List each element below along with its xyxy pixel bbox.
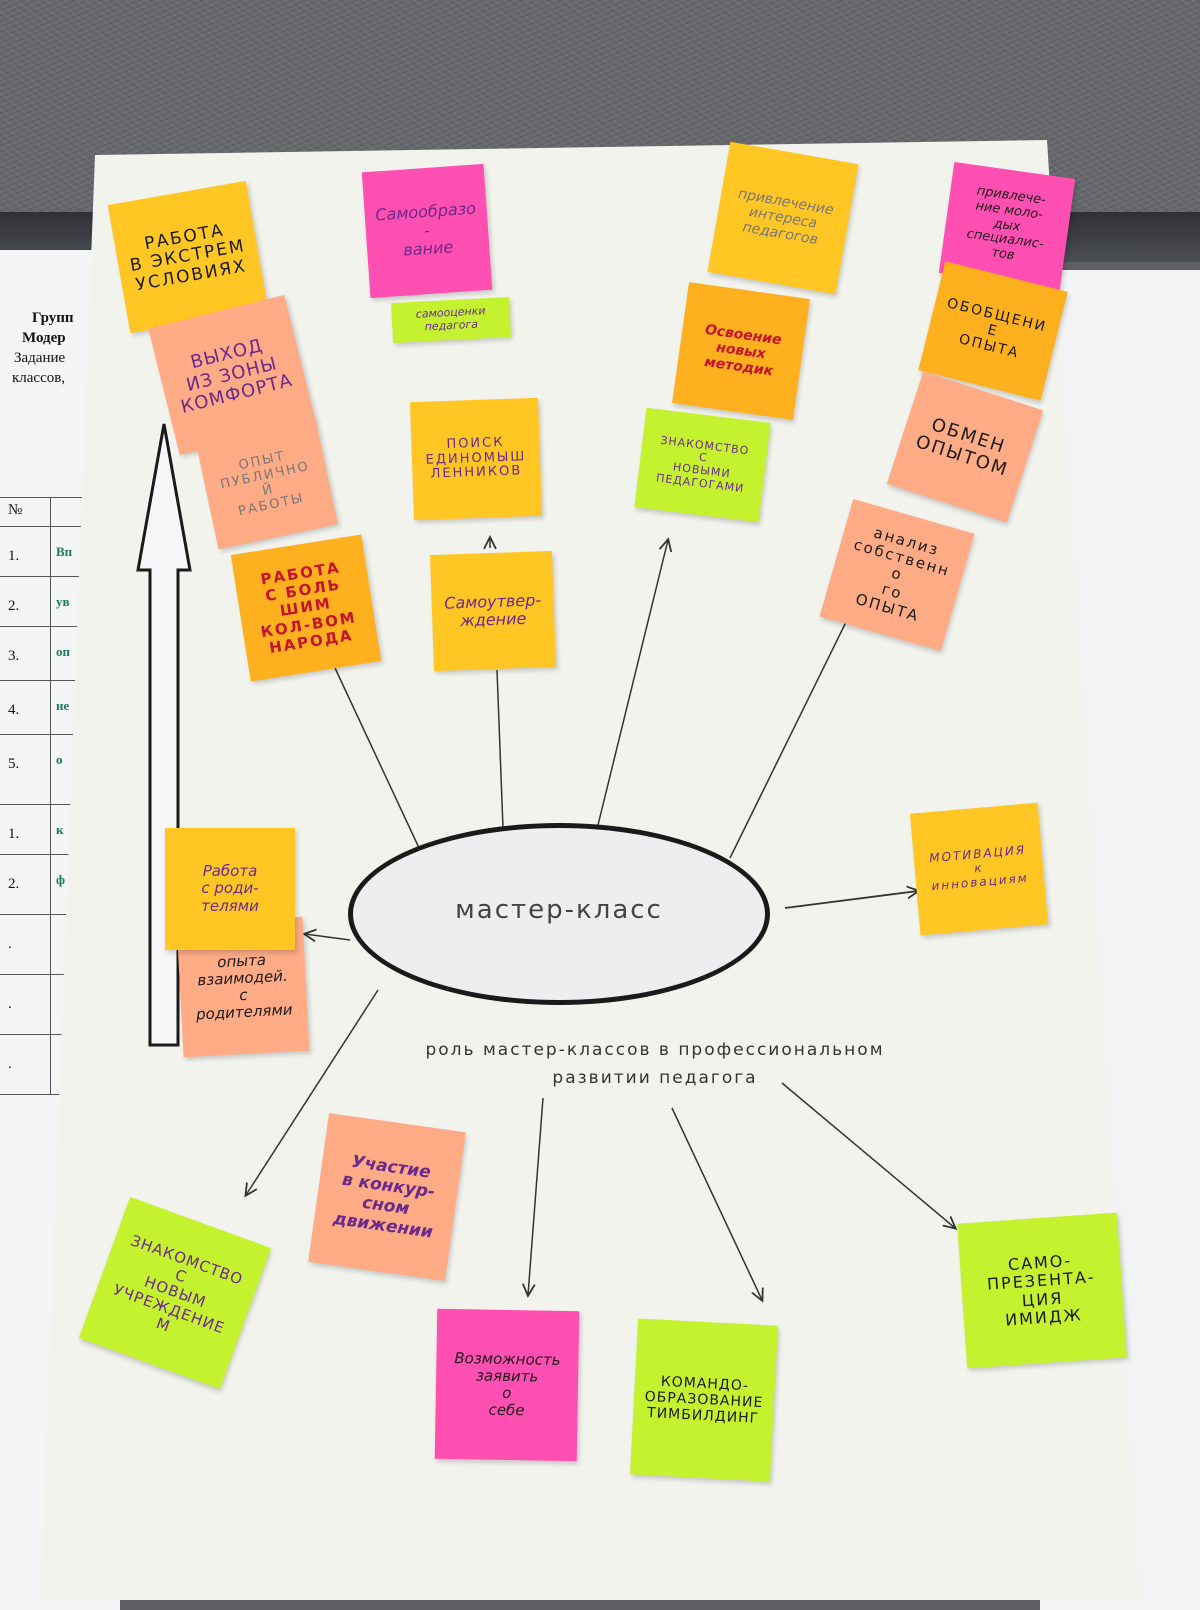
row-ink: ув: [56, 594, 70, 609]
sticky-note: Самоутвер- ждение: [430, 550, 556, 672]
row-number: 5.: [8, 756, 20, 772]
table-row: 4. не: [0, 680, 92, 735]
left-doc-line: Групп: [32, 310, 74, 326]
sticky-note: Самообразо- вание: [361, 163, 493, 299]
row-number: 1.: [8, 826, 20, 842]
sticky-note: ЗНАКОМСТВО С НОВЫМИ ПЕДАГОГАМИ: [634, 407, 771, 523]
sticky-note: САМО- ПРЕЗЕНТА- ЦИЯ ИМИДЖ: [957, 1212, 1127, 1369]
table-row: 1. Вп: [0, 526, 92, 577]
row-number: .: [8, 1056, 12, 1072]
sticky-note: КОМАНДО- ОБРАЗОВАНИЕ ТИМБИЛДИНГ: [630, 1318, 778, 1482]
row-number: 2.: [8, 876, 20, 892]
row-number: 4.: [8, 702, 20, 718]
table-row: .: [0, 914, 92, 975]
sticky-note: РАБОТА С БОЛЬ ШИМ КОЛ-ВОМ НАРОДА: [230, 534, 382, 682]
row-number: 1.: [8, 548, 20, 564]
sticky-note: ПОИСК ЕДИНОМЫШ ЛЕННИКОВ: [409, 397, 543, 521]
left-doc-line: Модер: [22, 330, 66, 346]
row-ink: не: [56, 698, 70, 713]
row-number: 2.: [8, 598, 20, 614]
sticky-note: самооценки педагога: [391, 296, 511, 344]
left-doc-line: классов,: [12, 370, 66, 386]
table-row: 3. оп: [0, 626, 92, 681]
sticky-note: Освоение новых методик: [672, 282, 810, 420]
table-row: 2. ф: [0, 854, 92, 915]
table-row: .: [0, 974, 92, 1035]
left-doc-table: № 1. Вп 2. ув 3. оп 4. не 5. о 1. к 2. ф . . .: [0, 497, 93, 1138]
row-ink: Вп: [56, 544, 73, 559]
table-row: 1. к: [0, 804, 92, 855]
poster-caption-line1: роль мастер-классов в профессиональном: [425, 1040, 885, 1060]
row-number: .: [8, 996, 12, 1012]
sticky-note: привлечение интереса педагогов: [707, 141, 859, 295]
table-header-row: №: [0, 498, 92, 527]
sticky-note: Участие в конкур- сном движении: [308, 1113, 466, 1281]
row-number: 3.: [8, 648, 20, 664]
row-ink: оп: [56, 644, 70, 659]
table-header: №: [8, 502, 23, 518]
left-doc-line: Задание: [14, 350, 66, 366]
table-row: 2. ув: [0, 576, 92, 627]
row-ink: о: [56, 752, 63, 767]
row-ink: ф: [56, 872, 65, 887]
row-ink: к: [56, 822, 64, 837]
table-row: 5. о: [0, 734, 92, 805]
poster-caption-line2: развитии педагога: [552, 1068, 758, 1088]
sticky-note: МОТИВАЦИЯ к инновациям: [909, 802, 1049, 936]
row-number: .: [8, 936, 12, 952]
center-label: мастер-класс: [455, 895, 663, 925]
sticky-note: Работа с роди- телями: [165, 828, 295, 950]
center-ellipse: [348, 823, 770, 1005]
sticky-note: Возможность заявить о себе: [434, 1308, 580, 1462]
table-row: .: [0, 1034, 92, 1095]
